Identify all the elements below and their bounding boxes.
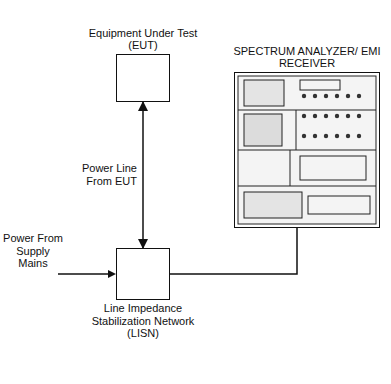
knob — [324, 114, 328, 118]
node-heading: Line Impedance Stabilization Network (LI… — [78, 302, 208, 340]
knob — [357, 134, 361, 138]
knob — [324, 94, 328, 98]
knob — [313, 134, 317, 138]
knob — [346, 134, 350, 138]
node-heading: Equipment Under Test (EUT) — [88, 27, 198, 52]
knob — [313, 114, 317, 118]
mains-arrow — [58, 270, 116, 278]
knob — [357, 114, 361, 118]
eut-box: Equipment Under Test (EUT) — [88, 25, 198, 102]
knob — [335, 134, 339, 138]
knob — [335, 114, 339, 118]
knob — [357, 94, 361, 98]
knob — [346, 114, 350, 118]
knob — [324, 134, 328, 138]
knob — [302, 134, 306, 138]
knob — [313, 94, 317, 98]
knob — [302, 114, 306, 118]
analyzer-box: SPECTRUM ANALYZER/ EMI RECEIVER — [232, 43, 382, 228]
power-line — [142, 102, 144, 248]
spectrum-analyzer-instrument — [238, 76, 376, 224]
box-outline — [234, 72, 380, 228]
box-outline — [116, 248, 170, 300]
node-heading: SPECTRUM ANALYZER/ EMI RECEIVER — [232, 45, 382, 70]
knob — [302, 94, 306, 98]
power-line — [170, 228, 297, 274]
box-outline — [116, 54, 170, 102]
supply-label: Power From Supply Mains — [2, 232, 64, 270]
knob — [335, 94, 339, 98]
edge-label: Power Line From EUT — [67, 162, 137, 187]
knob — [346, 94, 350, 98]
lisn-box: Line Impedance Stabilization Network (LI… — [78, 248, 208, 342]
